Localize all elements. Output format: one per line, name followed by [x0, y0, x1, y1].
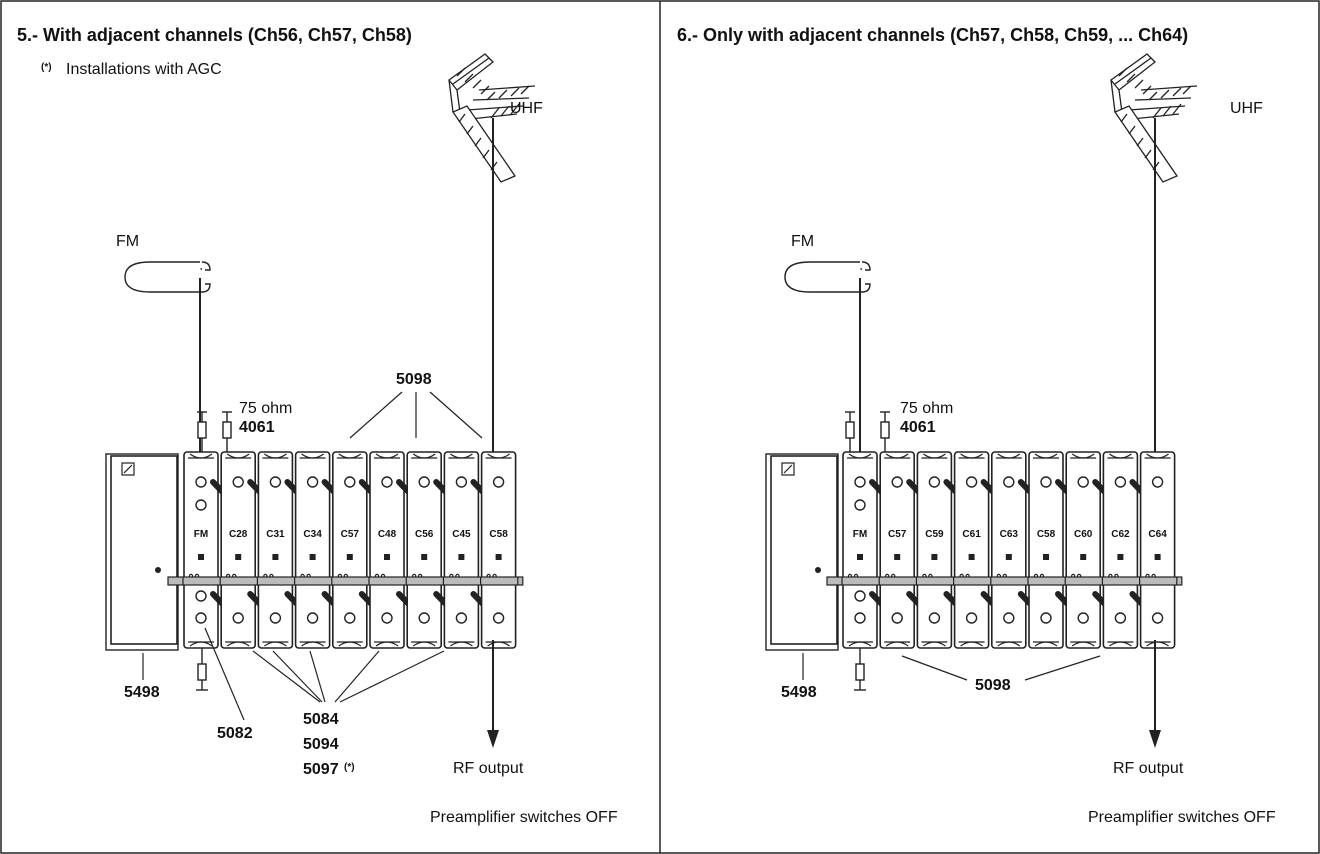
module-label: C56 [415, 529, 434, 540]
distribution-bar [826, 576, 1183, 586]
module-label: C60 [1074, 529, 1093, 540]
psu-code: 5498 [124, 684, 160, 701]
footer-note: Preamplifier switches OFF [1088, 809, 1276, 826]
panel-left-title: 5.- With adjacent channels (Ch56, Ch57, … [17, 25, 412, 45]
module-c31: C31 [257, 451, 294, 649]
module-label: C58 [1037, 529, 1056, 540]
panel-right-title: 6.- Only with adjacent channels (Ch57, C… [677, 25, 1188, 45]
module-label: C57 [341, 529, 360, 540]
module-fm: FM [842, 451, 878, 649]
uhf-antenna-icon [448, 53, 536, 478]
uhf-label: UHF [1230, 100, 1263, 117]
module-fm: FM [183, 451, 219, 649]
ohm-label: 75 ohm [239, 400, 292, 417]
fm-label: FM [116, 233, 139, 250]
psu-code: 5498 [781, 684, 817, 701]
module-c48: C48 [369, 451, 405, 649]
power-supply-icon [765, 453, 839, 651]
module-label: C61 [962, 529, 981, 540]
module-c58: C58 [1028, 451, 1064, 649]
module-label: C59 [925, 529, 944, 540]
terminating-load-icon [196, 411, 232, 691]
module-c61: C61 [953, 451, 990, 649]
module-c34: C34 [294, 451, 331, 649]
bottom-code-2: 5094 [303, 736, 339, 753]
module-c28: C28 [220, 451, 256, 649]
module-label: FM [194, 529, 208, 540]
module-label: C48 [378, 529, 397, 540]
module-label: C64 [1148, 529, 1167, 540]
module-c58: C58 [480, 451, 517, 649]
module-c57: C57 [879, 451, 916, 649]
module-label: C34 [303, 529, 322, 540]
note-text: Installations with AGC [66, 61, 222, 78]
module-label: C45 [452, 529, 471, 540]
load-code: 4061 [900, 419, 936, 436]
load-code: 4061 [239, 419, 275, 436]
power-supply-icon [105, 453, 179, 651]
module-rack-left: FM C28 C31 C34 C57 C48 C56 C45 C58 [167, 451, 524, 649]
note-marker: (*) [41, 62, 52, 73]
module-c57: C57 [331, 451, 368, 649]
panel-left: 5.- With adjacent channels (Ch56, Ch57, … [17, 25, 618, 826]
module-label: C28 [229, 529, 248, 540]
fm-antenna-icon [124, 261, 211, 478]
module-label: FM [853, 529, 867, 540]
bottom-code-leaders [252, 650, 445, 703]
rf-output-label: RF output [1113, 760, 1184, 777]
module-label: C31 [266, 529, 285, 540]
rf-output-label: RF output [453, 760, 524, 777]
uhf-label: UHF [510, 100, 543, 117]
ohm-label: 75 ohm [900, 400, 953, 417]
module-label: C58 [489, 529, 508, 540]
module-c56: C56 [406, 451, 443, 649]
module-c60: C60 [1065, 451, 1101, 649]
module-label: C62 [1111, 529, 1130, 540]
bottom-code-1: 5084 [303, 711, 339, 728]
fm-label: FM [791, 233, 814, 250]
rf-output-arrow [487, 640, 499, 748]
bottom-code-marker: (*) [344, 762, 355, 773]
module-label: C63 [1000, 529, 1019, 540]
module-c63: C63 [990, 451, 1027, 649]
module-c59: C59 [916, 451, 953, 649]
panel-right: 6.- Only with adjacent channels (Ch57, C… [677, 25, 1276, 826]
rf-output-arrow [1149, 640, 1161, 748]
top-module-code: 5098 [396, 371, 432, 388]
terminating-load-icon [845, 411, 890, 691]
uhf-antenna-icon [1110, 53, 1198, 478]
module-label: C57 [888, 529, 907, 540]
distribution-bar [167, 576, 524, 586]
module-c64: C64 [1139, 451, 1176, 649]
footer-note: Preamplifier switches OFF [430, 809, 618, 826]
fm-module-code: 5082 [217, 725, 253, 742]
bottom-code: 5098 [975, 677, 1011, 694]
bottom-code-3: 5097 [303, 761, 339, 778]
module-c62: C62 [1102, 451, 1139, 649]
module-rack-right: FM C57 C59 C61 C63 C58 C60 C62 C64 [826, 451, 1183, 649]
fm-antenna-icon [784, 261, 871, 478]
